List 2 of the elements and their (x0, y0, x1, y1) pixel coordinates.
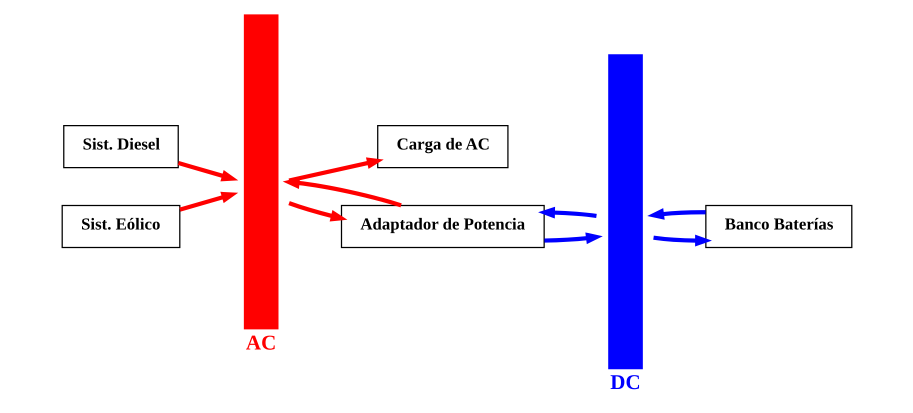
node-label: DC (610, 370, 640, 394)
node-label: AC (245, 330, 276, 354)
